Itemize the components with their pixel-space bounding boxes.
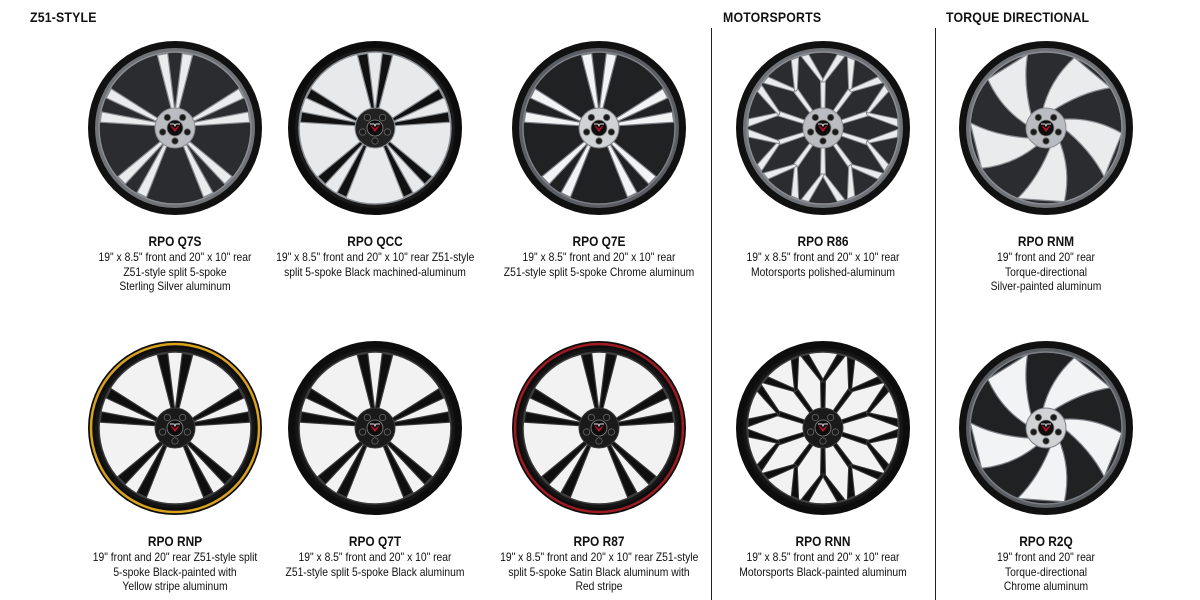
section-title-z51-style: Z51-STYLE	[30, 9, 97, 25]
wheel-description-line: 19" front and 20" rear	[997, 550, 1095, 564]
wheel-code: RPO RNM	[1017, 233, 1075, 249]
wheel-description-line: Red stripe	[575, 579, 623, 593]
wheel-description-line: Z51-style split 5-spoke Chrome aluminum	[503, 264, 695, 279]
wheel-drawing	[736, 341, 910, 515]
section-title-motorsports: MOTORSPORTS	[723, 9, 822, 25]
section-title-torque-directional: TORQUE DIRECTIONAL	[946, 9, 1090, 25]
wheel-image-q7t	[287, 340, 463, 516]
wheel-description-line: Motorsports Black-painted aluminum	[739, 564, 907, 579]
wheel-caption: RPO R87 19" x 8.5" front and 20" x 10" r…	[484, 532, 714, 594]
wheel-description-line: split 5-spoke Satin Black aluminum with	[508, 564, 690, 579]
wheel-drawing	[512, 41, 686, 215]
wheel-caption: RPO Q7T 19" x 8.5" front and 20" x 10" r…	[260, 532, 490, 579]
section-divider-right	[935, 28, 936, 600]
wheel-image-r2q	[958, 340, 1134, 516]
wheel-description-line: 5-spoke Black-painted with	[113, 564, 237, 579]
wheel-code: RPO Q7T	[348, 533, 402, 549]
wheel-description-line: 19" x 8.5" front and 20" x 10" rear	[522, 250, 676, 264]
wheel-description-line: Yellow stripe aluminum	[122, 579, 228, 593]
wheel-image-r87	[511, 340, 687, 516]
wheel-code: RPO R86	[797, 233, 849, 249]
wheel-description-line: Sterling Silver aluminum	[119, 279, 231, 293]
wheel-description-line: 19" x 8.5" front and 20" x 10" rear	[298, 550, 452, 564]
wheel-caption: RPO Q7E 19" x 8.5" front and 20" x 10" r…	[484, 232, 714, 279]
wheel-code: RPO Q7E	[572, 233, 626, 249]
wheel-description-line: Z51-style split 5-spoke	[123, 264, 227, 279]
wheel-image-rnp	[87, 340, 263, 516]
wheel-code: RPO QCC	[347, 233, 403, 249]
wheel-description-line: Torque-directional	[1004, 564, 1088, 579]
wheel-description-line: 19" front and 20" rear Z51-style split	[92, 550, 258, 564]
wheel-image-q7e	[511, 40, 687, 216]
wheel-code: RPO Q7S	[148, 233, 202, 249]
wheel-drawing	[959, 341, 1133, 515]
wheel-description-line: 19" x 8.5" front and 20" x 10" rear Z51-…	[500, 550, 699, 564]
wheel-drawing	[288, 41, 462, 215]
wheel-code: RPO RNP	[147, 533, 203, 549]
wheel-drawing	[288, 341, 462, 515]
wheel-drawing	[88, 41, 262, 215]
wheel-drawing	[88, 341, 262, 515]
wheel-description-line: 19" x 8.5" front and 20" x 10" rear Z51-…	[276, 250, 475, 264]
wheel-code: RPO R87	[573, 533, 625, 549]
wheel-caption: RPO R2Q 19" front and 20" rear Torque-di…	[931, 532, 1161, 594]
wheel-caption: RPO RNP 19" front and 20" rear Z51-style…	[60, 532, 290, 594]
wheel-description-line: Motorsports polished-aluminum	[751, 264, 895, 279]
wheel-code: RPO R2Q	[1019, 533, 1073, 549]
wheel-drawing	[512, 341, 686, 515]
wheel-description-line: Torque-directional	[1004, 264, 1088, 279]
wheel-image-rnm	[958, 40, 1134, 216]
wheel-caption: RPO QCC 19" x 8.5" front and 20" x 10" r…	[260, 232, 490, 279]
wheel-description-line: 19" x 8.5" front and 20" x 10" rear	[746, 550, 900, 564]
wheel-caption: RPO RNM 19" front and 20" rear Torque-di…	[931, 232, 1161, 294]
wheel-drawing	[959, 41, 1133, 215]
wheel-caption: RPO R86 19" x 8.5" front and 20" x 10" r…	[708, 232, 938, 279]
wheel-description-line: 19" x 8.5" front and 20" x 10" rear	[746, 250, 900, 264]
wheel-description-line: Z51-style split 5-spoke Black aluminum	[285, 564, 465, 579]
wheel-drawing	[736, 41, 910, 215]
wheel-description-line: 19" x 8.5" front and 20" x 10" rear	[98, 250, 252, 264]
wheel-image-r86	[735, 40, 911, 216]
wheel-code: RPO RNN	[795, 533, 851, 549]
wheel-image-rnn	[735, 340, 911, 516]
wheel-description-line: split 5-spoke Black machined-aluminum	[284, 264, 466, 279]
wheel-caption: RPO Q7S 19" x 8.5" front and 20" x 10" r…	[60, 232, 290, 294]
wheel-image-q7s	[87, 40, 263, 216]
wheel-caption: RPO RNN 19" x 8.5" front and 20" x 10" r…	[708, 532, 938, 579]
wheel-description-line: Silver-painted aluminum	[990, 279, 1102, 293]
wheel-image-qcc	[287, 40, 463, 216]
wheel-description-line: 19" front and 20" rear	[997, 250, 1095, 264]
section-divider-left	[711, 28, 712, 600]
wheel-description-line: Chrome aluminum	[1003, 579, 1089, 593]
